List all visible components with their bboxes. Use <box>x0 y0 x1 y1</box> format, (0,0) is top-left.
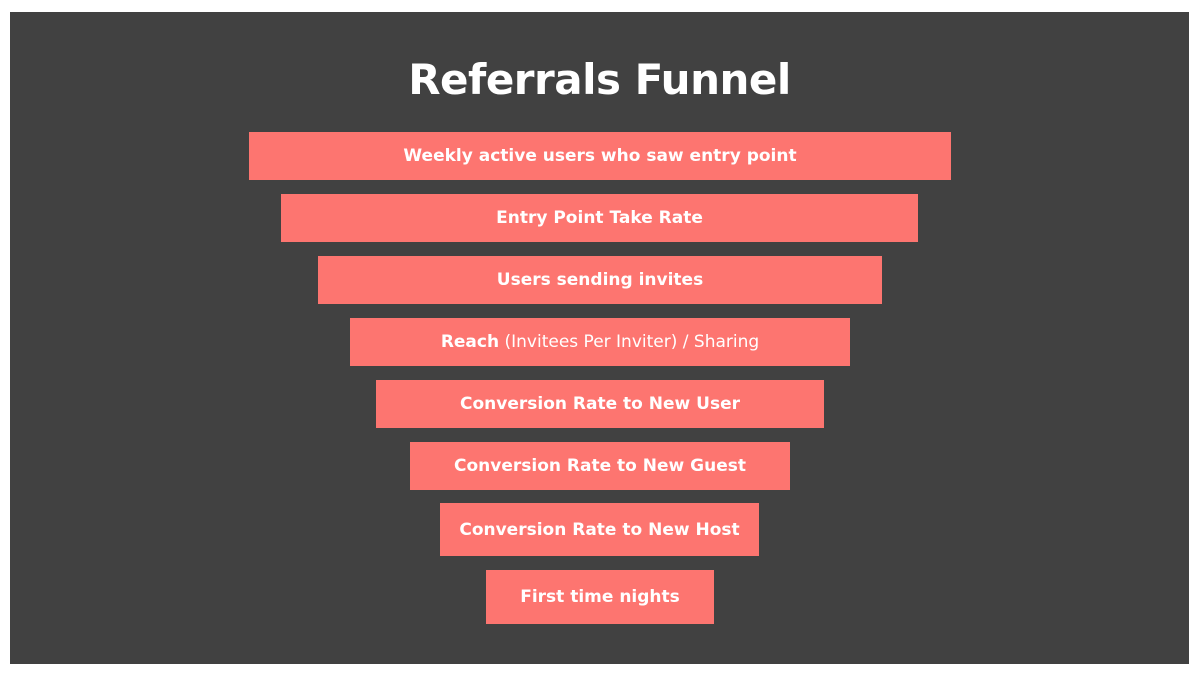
funnel-stage-label: Conversion Rate to New Guest <box>454 456 746 476</box>
funnel-stage-label: Entry Point Take Rate <box>496 208 703 228</box>
funnel-stage-first-time-nights: First time nights <box>486 570 714 624</box>
funnel-stage-conversion-new-guest: Conversion Rate to New Guest <box>410 442 790 490</box>
funnel-stage-conversion-new-user: Conversion Rate to New User <box>376 380 824 428</box>
funnel-stage-conversion-new-host: Conversion Rate to New Host <box>440 503 759 556</box>
funnel-stage-label-light: (Invitees Per Inviter) / Sharing <box>499 332 760 352</box>
funnel-stage-label: Weekly active users who saw entry point <box>403 146 797 166</box>
funnel-stage-weekly-active-users: Weekly active users who saw entry point <box>249 132 951 180</box>
funnel-stage-label-bold: Reach <box>440 332 500 352</box>
funnel-stage-label: First time nights <box>520 587 680 607</box>
funnel-stage-label: Conversion Rate to New Host <box>459 519 740 540</box>
funnel-stage-users-sending-invites: Users sending invites <box>318 256 882 304</box>
slide: Referrals Funnel Weekly active users who… <box>10 12 1189 664</box>
funnel-stage-label: Conversion Rate to New User <box>460 394 740 414</box>
funnel-stage-entry-point-take-rate: Entry Point Take Rate <box>281 194 918 242</box>
page-title: Referrals Funnel <box>408 55 791 104</box>
funnel-stage-reach: Reach (Invitees Per Inviter) / Sharing <box>350 318 850 366</box>
funnel-stage-label: Users sending invites <box>496 270 704 290</box>
